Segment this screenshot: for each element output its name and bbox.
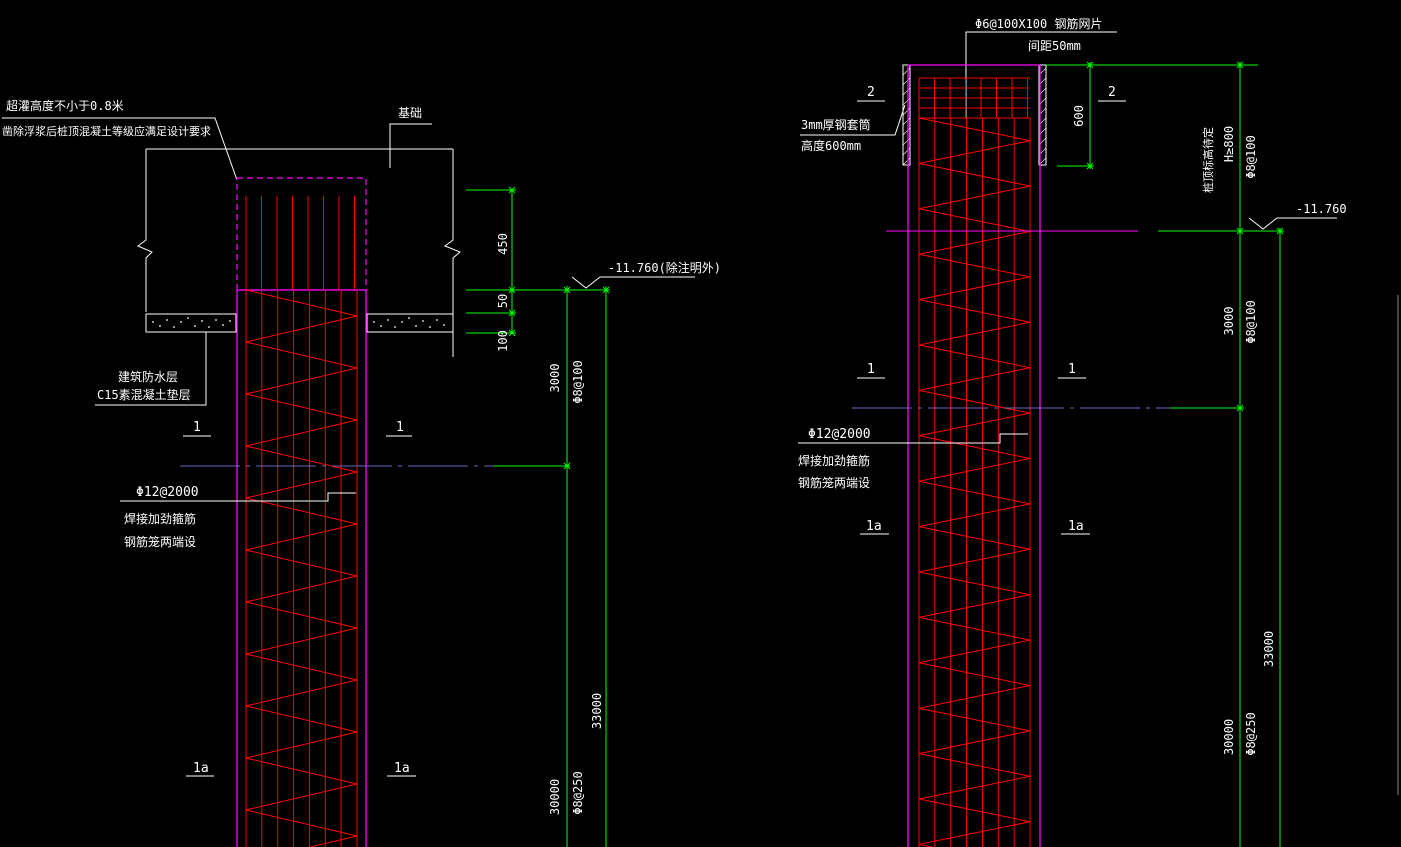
left-stiffener-note2: 钢筋笼两端设 <box>124 534 196 549</box>
r-stirrup-sparse-spec: Φ8@250 <box>1244 712 1258 755</box>
note-leader-line <box>2 117 238 181</box>
left-dimensions <box>466 186 610 847</box>
right-stiffener-note1: 焊接加劲箍筋 <box>798 453 870 468</box>
left-pile-detail: 超灌高度不小于0.8米 凿除浮浆后桩顶混凝土等级应满足设计要求 基础 建筑防水层 <box>2 98 721 847</box>
section-mark-2-right: 2 <box>1108 85 1116 100</box>
foundation-leader <box>389 123 432 168</box>
left-dimension-texts: 450 50 100 3000 Φ8@100 33000 30000 Φ8@25… <box>496 233 604 815</box>
section-mark-2-left: 2 <box>867 85 875 100</box>
dim-3000: 3000 <box>548 364 562 393</box>
section-mark-1-left-r: 1 <box>867 362 875 377</box>
stirrup-dense-spec: Φ8@100 <box>571 360 585 403</box>
mesh-spacing-label: 间距50mm <box>1028 39 1081 53</box>
top-height-note: 桩顶标高待定 <box>1201 127 1215 193</box>
right-rebar-cage <box>918 117 1031 847</box>
section-mark-1-right-r: 1 <box>1068 362 1076 377</box>
section-mark-1-left: 1 <box>193 420 201 435</box>
spiral-stirrup <box>918 117 1031 847</box>
right-pile-body <box>907 64 1041 847</box>
left-rebar-cage <box>245 289 358 847</box>
dim-450: 450 <box>496 233 510 255</box>
foundation-callout: 基础 <box>389 106 432 168</box>
right-dimension-texts: 600 桩顶标高待定 H≥800 Φ8@100 3000 Φ8@100 3300… <box>1072 105 1276 756</box>
left-stiffener-note1: 焊接加劲箍筋 <box>124 511 196 526</box>
r-dim-3000: 3000 <box>1222 307 1236 336</box>
section-mark-1a-right-r: 1a <box>1068 519 1084 534</box>
right-elevation-marker: -11.760 <box>1248 202 1347 230</box>
left-section-markers: 1 1 1a 1a <box>183 420 416 777</box>
left-rebar-callout: Φ12@2000 焊接加劲箍筋 钢筋笼两端设 <box>120 485 356 549</box>
r-dim-33000: 33000 <box>1262 631 1276 667</box>
section-mark-1a-left-r: 1a <box>866 519 882 534</box>
right-section-markers: 2 2 1 1 1a 1a <box>857 85 1126 535</box>
foundation-label: 基础 <box>398 106 422 120</box>
left-elevation-label: -11.760(除注明外) <box>608 260 721 275</box>
section-mark-1a-left: 1a <box>193 761 209 776</box>
pile-top-requirement-note: 凿除浮浆后桩顶混凝土等级应满足设计要求 <box>2 124 211 138</box>
stirrup-top-spec: Φ8@100 <box>1244 135 1258 178</box>
cushion-layer-label: C15素混凝土垫层 <box>97 387 191 402</box>
left-stiffener-spec: Φ12@2000 <box>136 485 199 500</box>
layer-leader <box>95 332 207 406</box>
section-mark-1a-right: 1a <box>394 761 410 776</box>
waterproof-layer-label: 建筑防水层 <box>118 369 178 384</box>
dim-33000: 33000 <box>590 693 604 729</box>
right-pile-detail: Φ6@100X100 钢筋网片 间距50mm 3mm厚钢套筒 高度600mm 2… <box>798 16 1347 847</box>
right-rebar-callout: Φ12@2000 焊接加劲箍筋 钢筋笼两端设 <box>798 427 1028 490</box>
r-stirrup-dense-spec: Φ8@100 <box>1244 300 1258 343</box>
foundation-outline <box>137 148 461 357</box>
top-rebar-mesh <box>918 77 1030 119</box>
right-stiffener-note2: 钢筋笼两端设 <box>798 475 870 490</box>
stirrup-sparse-spec: Φ8@250 <box>571 771 585 814</box>
spiral-stirrup <box>245 289 358 847</box>
right-stiffener-spec: Φ12@2000 <box>808 427 871 442</box>
right-elevation-label: -11.760 <box>1296 202 1347 216</box>
left-top-note: 超灌高度不小于0.8米 凿除浮浆后桩顶混凝土等级应满足设计要求 <box>2 98 238 181</box>
left-elevation-marker: -11.760(除注明外) <box>571 260 721 289</box>
mesh-spec-label: Φ6@100X100 钢筋网片 <box>975 16 1102 31</box>
left-pile-body <box>236 289 367 847</box>
overpour-zone <box>236 177 367 291</box>
overpour-note: 超灌高度不小于0.8米 <box>6 98 124 113</box>
dim-50: 50 <box>496 294 510 308</box>
steel-sleeve: 3mm厚钢套筒 高度600mm <box>800 64 1047 166</box>
section-mark-1-right: 1 <box>396 420 404 435</box>
dim-100: 100 <box>496 330 510 352</box>
sleeve-height-label: 高度600mm <box>801 138 861 153</box>
r-dim-30000: 30000 <box>1222 719 1236 755</box>
top-height-value: H≥800 <box>1222 126 1236 162</box>
right-dimensions <box>1046 61 1284 847</box>
sleeve-thickness-label: 3mm厚钢套筒 <box>801 117 871 132</box>
dim-30000: 30000 <box>548 779 562 815</box>
dim-600: 600 <box>1072 105 1086 127</box>
cushion-layer: 建筑防水层 C15素混凝土垫层 <box>95 313 454 406</box>
